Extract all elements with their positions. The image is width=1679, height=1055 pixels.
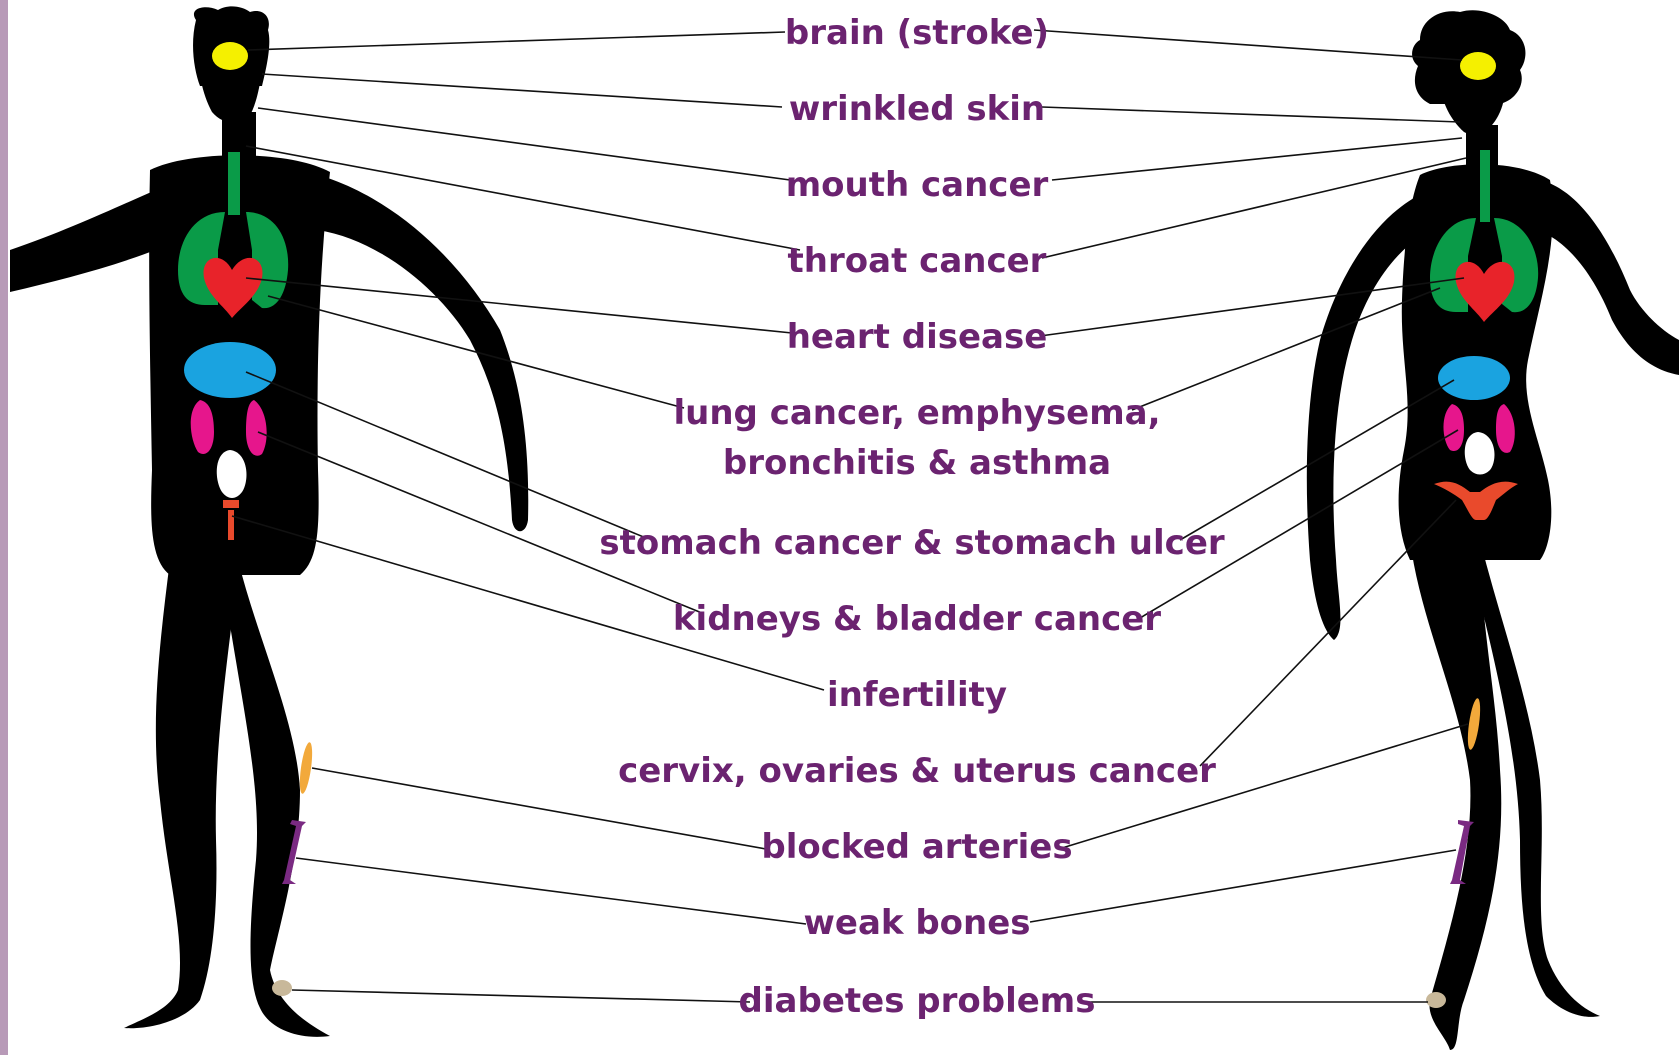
leader-skin-right	[1042, 107, 1460, 122]
leader-brain-right	[1034, 30, 1462, 60]
label-kidneys: kidneys & bladder cancer	[673, 599, 1161, 639]
label-throat-cancer: throat cancer	[788, 241, 1047, 281]
male-artery	[297, 742, 314, 795]
label-stomach: stomach cancer & stomach ulcer	[599, 523, 1225, 563]
label-mouth-cancer: mouth cancer	[786, 165, 1049, 205]
leader-skin-left	[262, 74, 782, 107]
female-trachea	[1480, 150, 1490, 222]
label-infertility: infertility	[827, 675, 1007, 715]
leader-heart-left	[246, 278, 792, 333]
label-brain: brain (stroke)	[785, 13, 1049, 53]
label-blocked-arteries: blocked arteries	[761, 827, 1072, 867]
male-brain	[212, 42, 248, 70]
male-leg-right	[220, 560, 330, 1037]
label-cervix: cervix, ovaries & uterus cancer	[618, 751, 1216, 791]
male-arm-right	[300, 170, 528, 531]
female-figure	[1307, 10, 1679, 1050]
leader-mouth-left	[258, 108, 790, 180]
male-leg-left	[124, 560, 240, 1028]
label-lung-line1: lung cancer, emphysema,	[673, 393, 1160, 433]
label-lung-line2: bronchitis & asthma	[723, 443, 1111, 483]
male-urethra	[228, 510, 234, 540]
male-figure	[10, 6, 528, 1036]
label-weak-bones: weak bones	[803, 903, 1030, 943]
label-wrinkled-skin: wrinkled skin	[789, 89, 1045, 129]
leader-bones-left	[296, 858, 806, 924]
leader-bones-right	[1030, 850, 1456, 922]
female-stomach	[1438, 356, 1510, 400]
female-brain	[1460, 52, 1496, 80]
label-diabetes: diabetes problems	[739, 981, 1096, 1021]
leader-heart-right	[1040, 278, 1464, 336]
male-foot-spot	[272, 980, 292, 996]
male-stomach	[184, 342, 276, 398]
labels: brain (stroke) wrinkled skin mouth cance…	[599, 13, 1225, 1021]
male-trachea	[228, 152, 240, 215]
female-arm-right	[1540, 180, 1679, 375]
female-foot-spot	[1426, 992, 1446, 1008]
leader-diabetes-left	[292, 990, 750, 1002]
label-heart-disease: heart disease	[787, 317, 1048, 357]
leader-lung-right	[1132, 288, 1440, 410]
male-head	[198, 27, 264, 123]
male-prostate	[223, 500, 239, 508]
leader-brain-left	[248, 32, 785, 50]
